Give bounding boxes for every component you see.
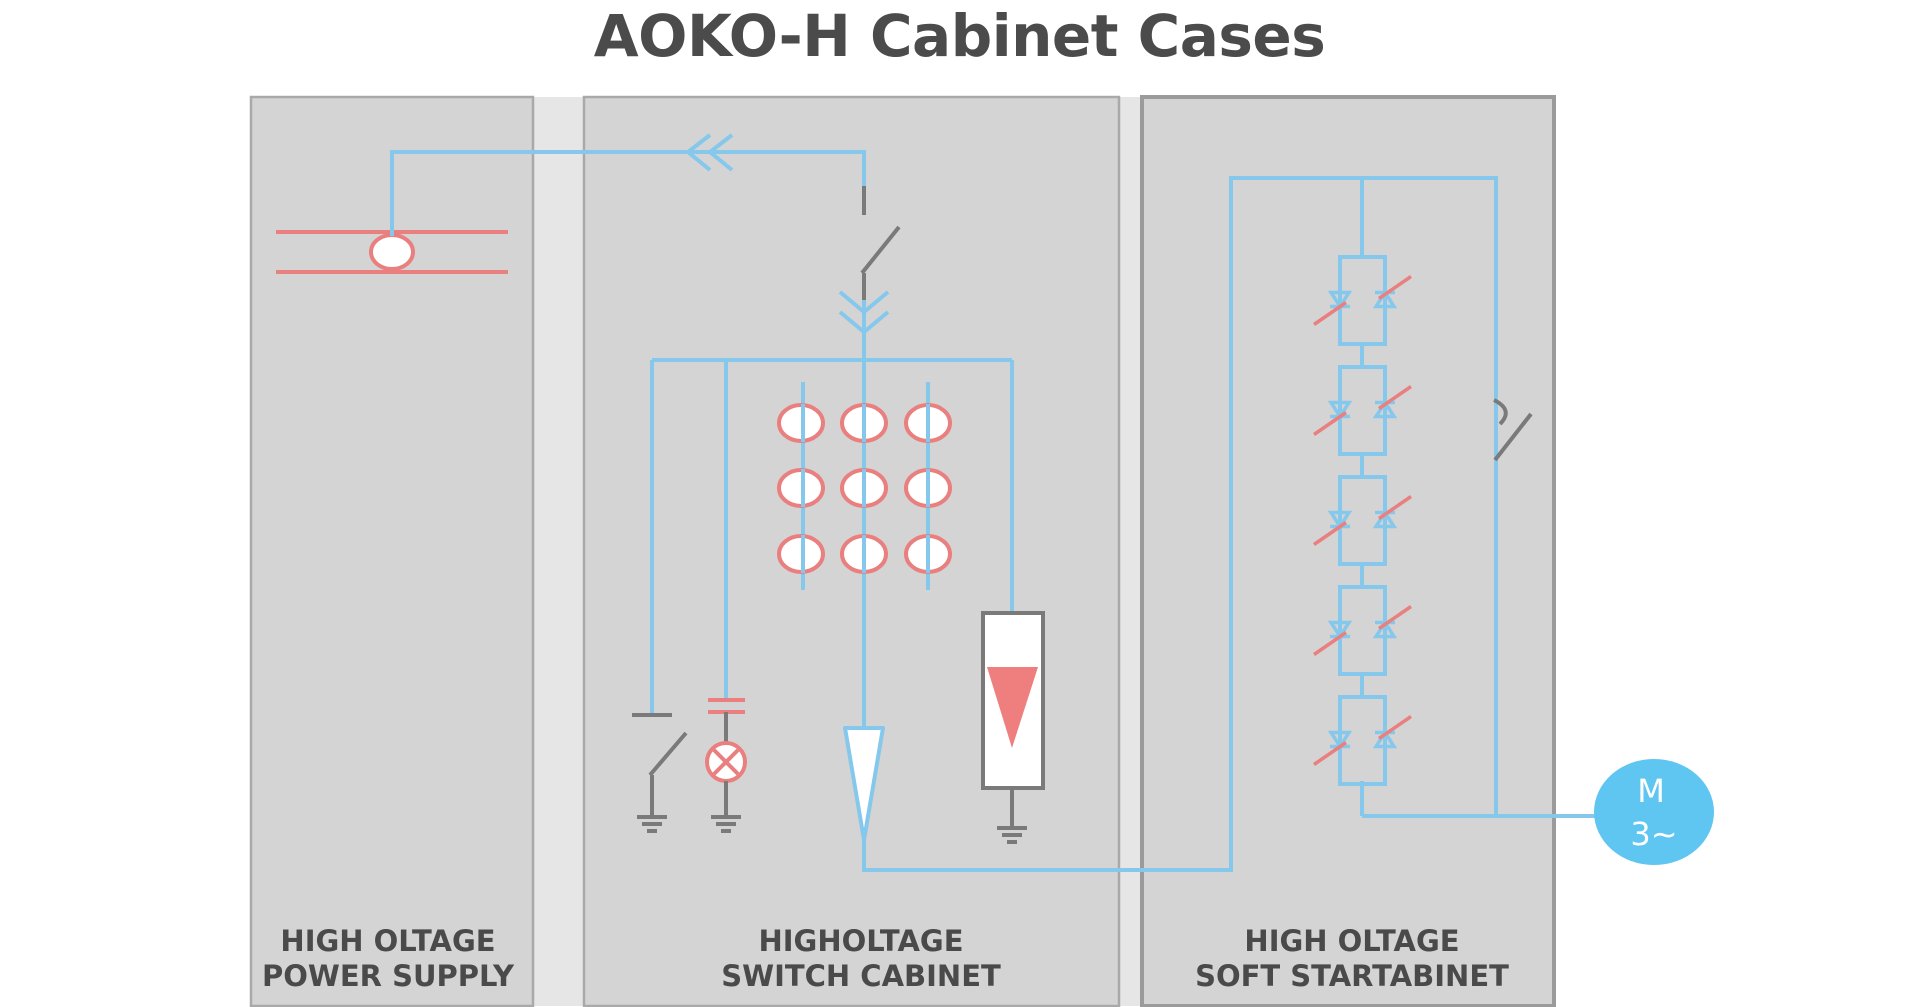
capacitor-indicator [705,698,747,833]
surge-arrester [981,611,1045,844]
thyristor-pair [1313,365,1412,456]
cabinet-soft-starter [1140,95,1556,1007]
bypass-contactor [1493,398,1533,462]
earthing-switch [632,713,688,833]
cable-terminal [843,726,885,842]
panel-label-softstart-line1: HIGH OLTAGE [1244,924,1459,958]
panel-label-power-line2: POWER SUPPLY [262,959,515,993]
thyristor-pair [1313,475,1412,566]
cabinet-gap-2 [1118,97,1142,1006]
diagram-title: AOKO-H Cabinet Cases [593,2,1326,70]
panel-label-softstart-line2: SOFT STARTABINET [1195,959,1509,993]
thyristor-pair [1313,695,1412,786]
cabinet-gap-1 [534,97,584,1006]
thyristor-pairs [1313,255,1412,786]
motor-label-m: M [1637,772,1665,810]
thyristor-stack [1360,178,1595,818]
plug-connector-top [684,133,712,172]
panel-label-switch-line2: SWITCH CABINET [721,959,1001,993]
main-feeder-wire [390,133,866,236]
plug-connector-bottom [838,290,890,360]
outgoing-cable [862,176,1498,872]
thyristor-pair [1313,255,1412,346]
busbar-connector [369,233,415,271]
panel-label-power-line1: HIGH OLTAGE [280,924,495,958]
thyristor-pair [1313,585,1412,676]
motor-symbol: M 3~ [1594,759,1714,865]
disconnect-switch [860,186,901,300]
panel-label-switch-line1: HIGHOLTAGE [758,924,963,958]
motor-label-phase: 3~ [1630,815,1677,853]
